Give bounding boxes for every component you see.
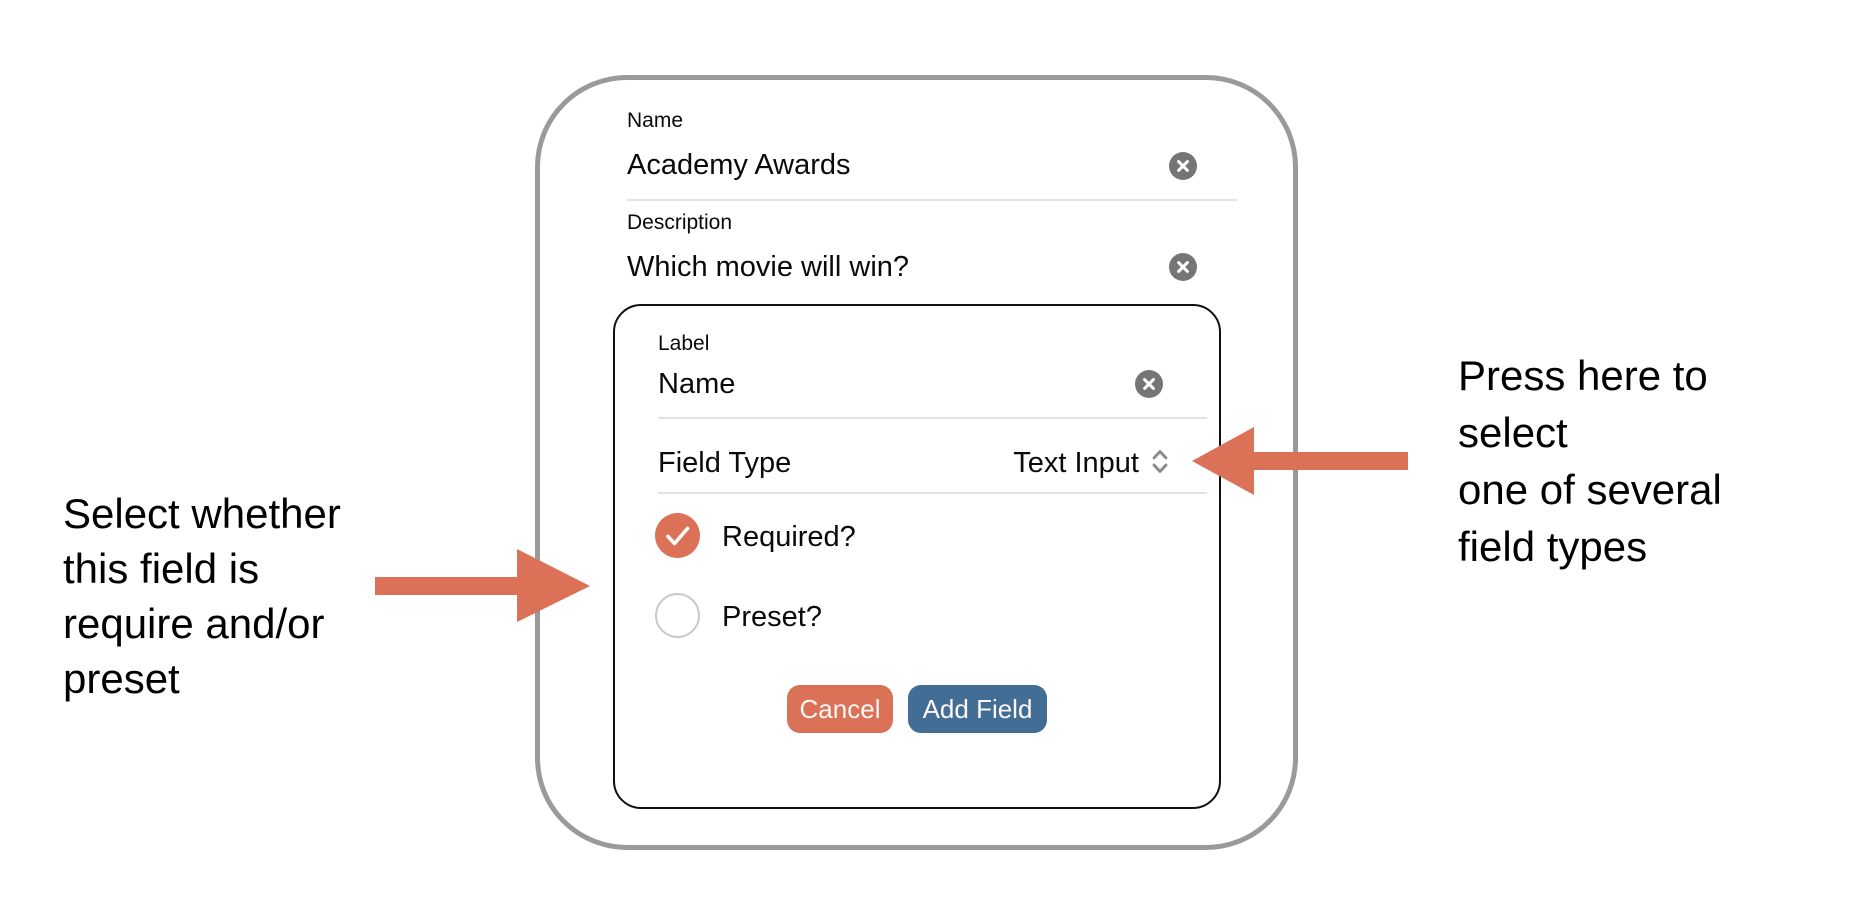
field-type-selector[interactable]: Text Input bbox=[960, 446, 1172, 480]
field-type-value: Text Input bbox=[1013, 447, 1139, 479]
label-row-divider bbox=[658, 417, 1207, 419]
right-pointing-arrow-icon bbox=[375, 549, 591, 628]
field-type-label: Field Type bbox=[658, 447, 792, 479]
annotation-line: field types bbox=[1458, 523, 1648, 570]
name-clear-button[interactable] bbox=[1169, 152, 1197, 180]
name-field-value[interactable]: Academy Awards bbox=[627, 149, 851, 181]
preset-checkbox[interactable] bbox=[655, 593, 700, 638]
annotation-line: this field is bbox=[63, 545, 260, 592]
up-down-chevrons-icon bbox=[1148, 446, 1172, 480]
label-field-value[interactable]: Name bbox=[658, 368, 736, 400]
clear-icon bbox=[1169, 152, 1197, 180]
required-label: Required? bbox=[722, 521, 856, 553]
clear-icon bbox=[1169, 253, 1197, 281]
description-field-label: Description bbox=[627, 211, 733, 234]
name-field-label: Name bbox=[627, 109, 684, 132]
clear-icon bbox=[1135, 370, 1163, 398]
left-annotation: Select whether this field is require and… bbox=[63, 486, 341, 706]
label-clear-button[interactable] bbox=[1135, 370, 1163, 398]
field-type-row-divider bbox=[658, 492, 1207, 494]
annotation-line: select bbox=[1458, 409, 1568, 456]
cancel-button[interactable]: Cancel bbox=[787, 685, 893, 733]
right-annotation: Press here to select one of several fiel… bbox=[1458, 347, 1722, 575]
annotation-line: Select whether bbox=[63, 490, 341, 537]
annotation-line: require and/or bbox=[63, 600, 325, 647]
add-field-button[interactable]: Add Field bbox=[908, 685, 1047, 733]
annotation-line: preset bbox=[63, 655, 180, 702]
name-row-divider bbox=[627, 199, 1237, 201]
left-pointing-arrow-icon bbox=[1192, 427, 1409, 500]
annotation-line: Press here to bbox=[1458, 352, 1708, 399]
description-clear-button[interactable] bbox=[1169, 253, 1197, 281]
preset-label: Preset? bbox=[722, 601, 822, 633]
annotation-line: one of several bbox=[1458, 466, 1722, 513]
required-checkbox[interactable] bbox=[655, 513, 700, 558]
label-field-caption: Label bbox=[658, 332, 710, 355]
description-field-value[interactable]: Which movie will win? bbox=[627, 251, 910, 283]
